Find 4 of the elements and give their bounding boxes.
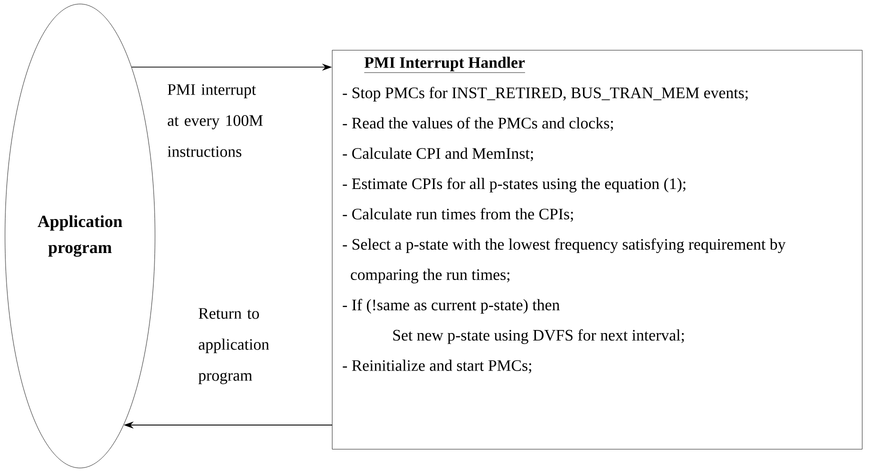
edge-label: Return to application program <box>198 308 270 384</box>
edge-label: PMI interrupt at every 100M instructions <box>168 84 263 157</box>
ellipse-node: Application program <box>4 4 156 468</box>
handler-box: PMI Interrupt Handler - Stop PMCs for INST_RETIRED, BUS_TRAN_MEM events; - Read the values of the PMCs and clocks; - Calculate CPI and MemInst; - Estimate CPIs for all p-states using the equation (1); - Calculate run times from the CPIs; - Select a p-state with the lowest frequency satisfying requirement by comparing the run times; - If (!same as current p-state) then Set new p-state using DVFS for next interval; - Reinitialize and start PMCs; <box>332 50 862 450</box>
